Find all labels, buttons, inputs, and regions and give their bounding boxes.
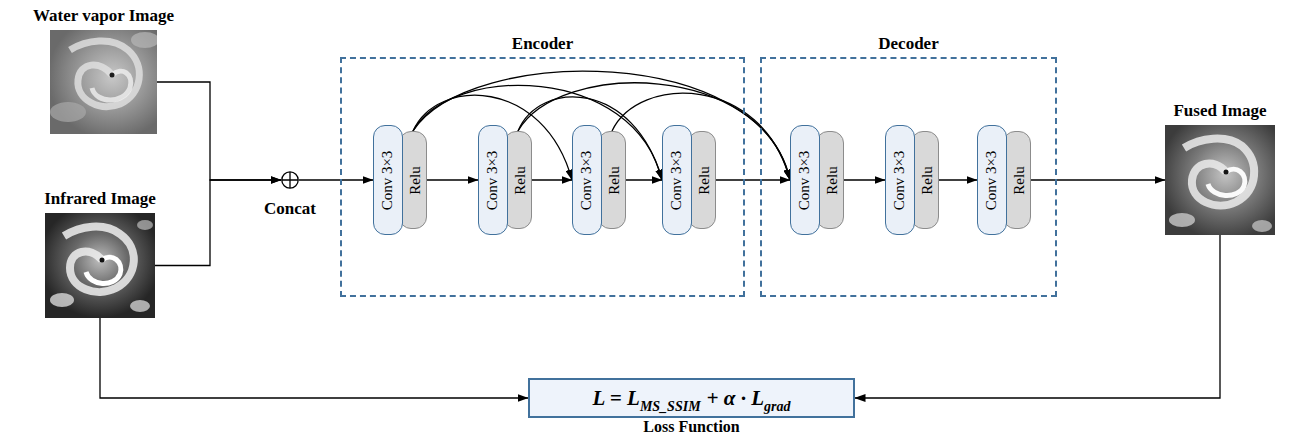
image-shape (50, 102, 86, 122)
loss-title: Loss Function (643, 418, 739, 435)
image-shape (137, 220, 153, 230)
image-shape (92, 71, 131, 100)
conv-label: Conv 3×3 (797, 150, 814, 210)
concat-ring (282, 172, 298, 188)
conv-label: Conv 3×3 (892, 150, 909, 210)
relu-layer: Relu (399, 131, 427, 229)
heading-wrap: Fused Image (1173, 101, 1266, 125)
image-shape (1165, 125, 1275, 235)
conv-layer: Conv 3×3 (478, 125, 508, 235)
image-shape (64, 227, 134, 292)
flow-arrow (100, 318, 528, 398)
heading-wrap: Encoder (512, 34, 573, 59)
relu-layer: Relu (911, 131, 939, 229)
heading-wrap: Decoder (878, 34, 938, 59)
image-title: Infrared Image (44, 189, 156, 208)
label-wrap: Concat (264, 189, 316, 219)
image-shape (1184, 139, 1254, 206)
conv-layer: Conv 3×3 (977, 125, 1007, 235)
conv-layer: Conv 3×3 (662, 125, 692, 235)
image-shape (86, 257, 121, 283)
image-title: Fused Image (1173, 101, 1266, 120)
image-shape (1224, 170, 1229, 175)
formula-subscript: grad (764, 399, 790, 415)
image-frame: Water vapor Image (50, 30, 157, 134)
relu-label: Relu (606, 166, 623, 194)
formula-subscript: MS_SSIM (640, 399, 701, 415)
flow-arrow (844, 179, 885, 180)
module-title: Encoder (512, 34, 573, 53)
conv-layer: Conv 3×3 (790, 125, 820, 235)
image-shape (130, 300, 150, 312)
image-shape (1208, 169, 1245, 195)
image-shape (1169, 213, 1195, 227)
relu-layer: Relu (1003, 131, 1031, 229)
heading-wrap: Infrared Image (44, 189, 156, 213)
conv-label: Conv 3×3 (669, 150, 686, 210)
flow-arrow (299, 179, 373, 180)
concat-label: Concat (264, 199, 316, 218)
relu-layer: Relu (504, 131, 532, 229)
heading-wrap: Water vapor Image (33, 6, 174, 30)
relu-label: Relu (1011, 166, 1028, 194)
formula-text: + α · L (707, 386, 764, 411)
image-shape (131, 32, 157, 48)
concat-plus (282, 172, 298, 188)
conv-label: Conv 3×3 (380, 150, 397, 210)
concat-circle: Concat (281, 171, 299, 189)
flow-arrow (427, 179, 478, 180)
flow-arrow (716, 179, 790, 180)
conv-label: Conv 3×3 (984, 150, 1001, 210)
image-shape (45, 213, 155, 318)
relu-label: Relu (407, 166, 424, 194)
relu-layer: Relu (688, 131, 716, 229)
flow-arrow (855, 235, 1220, 398)
conv-label: Conv 3×3 (579, 150, 596, 210)
module-box: DecoderConv 3×3ReluConv 3×3ReluConv 3×3R… (760, 57, 1057, 297)
concat-symbol (281, 171, 299, 189)
flow-arrow (157, 82, 281, 180)
formula-text: L = L (593, 386, 640, 411)
infrared-picture (45, 213, 155, 318)
flow-arrow (1031, 179, 1165, 180)
relu-label: Relu (824, 166, 841, 194)
module-title: Decoder (878, 34, 938, 53)
image-shape (50, 293, 74, 307)
relu-label: Relu (696, 166, 713, 194)
flow-arrow (532, 179, 572, 180)
module-box: EncoderConv 3×3ReluConv 3×3ReluConv 3×3R… (340, 57, 745, 297)
image-frame: Fused Image (1165, 125, 1275, 235)
image-title: Water vapor Image (33, 6, 174, 25)
flow-arrow (626, 179, 662, 180)
relu-label: Relu (919, 166, 936, 194)
image-shape (100, 258, 105, 263)
loss-box: L = LMS_SSIM+ α · LgradLoss Function (528, 378, 855, 418)
flow-arrow (939, 179, 977, 180)
image-shape (1252, 220, 1272, 232)
image-shape (110, 73, 115, 78)
relu-layer: Relu (816, 131, 844, 229)
water-vapor-picture (50, 30, 157, 134)
relu-layer: Relu (598, 131, 626, 229)
label-wrap: Loss Function (643, 416, 739, 436)
conv-layer: Conv 3×3 (885, 125, 915, 235)
conv-layer: Conv 3×3 (572, 125, 602, 235)
image-frame: Infrared Image (45, 213, 155, 318)
conv-layer: Conv 3×3 (373, 125, 403, 235)
formula-row: L = LMS_SSIM+ α · Lgrad (593, 386, 791, 411)
fused-picture (1165, 125, 1275, 235)
conv-label: Conv 3×3 (485, 150, 502, 210)
image-shape (70, 41, 139, 107)
relu-label: Relu (512, 166, 529, 194)
flow-arrow (155, 180, 281, 266)
skip-connection (518, 83, 790, 180)
